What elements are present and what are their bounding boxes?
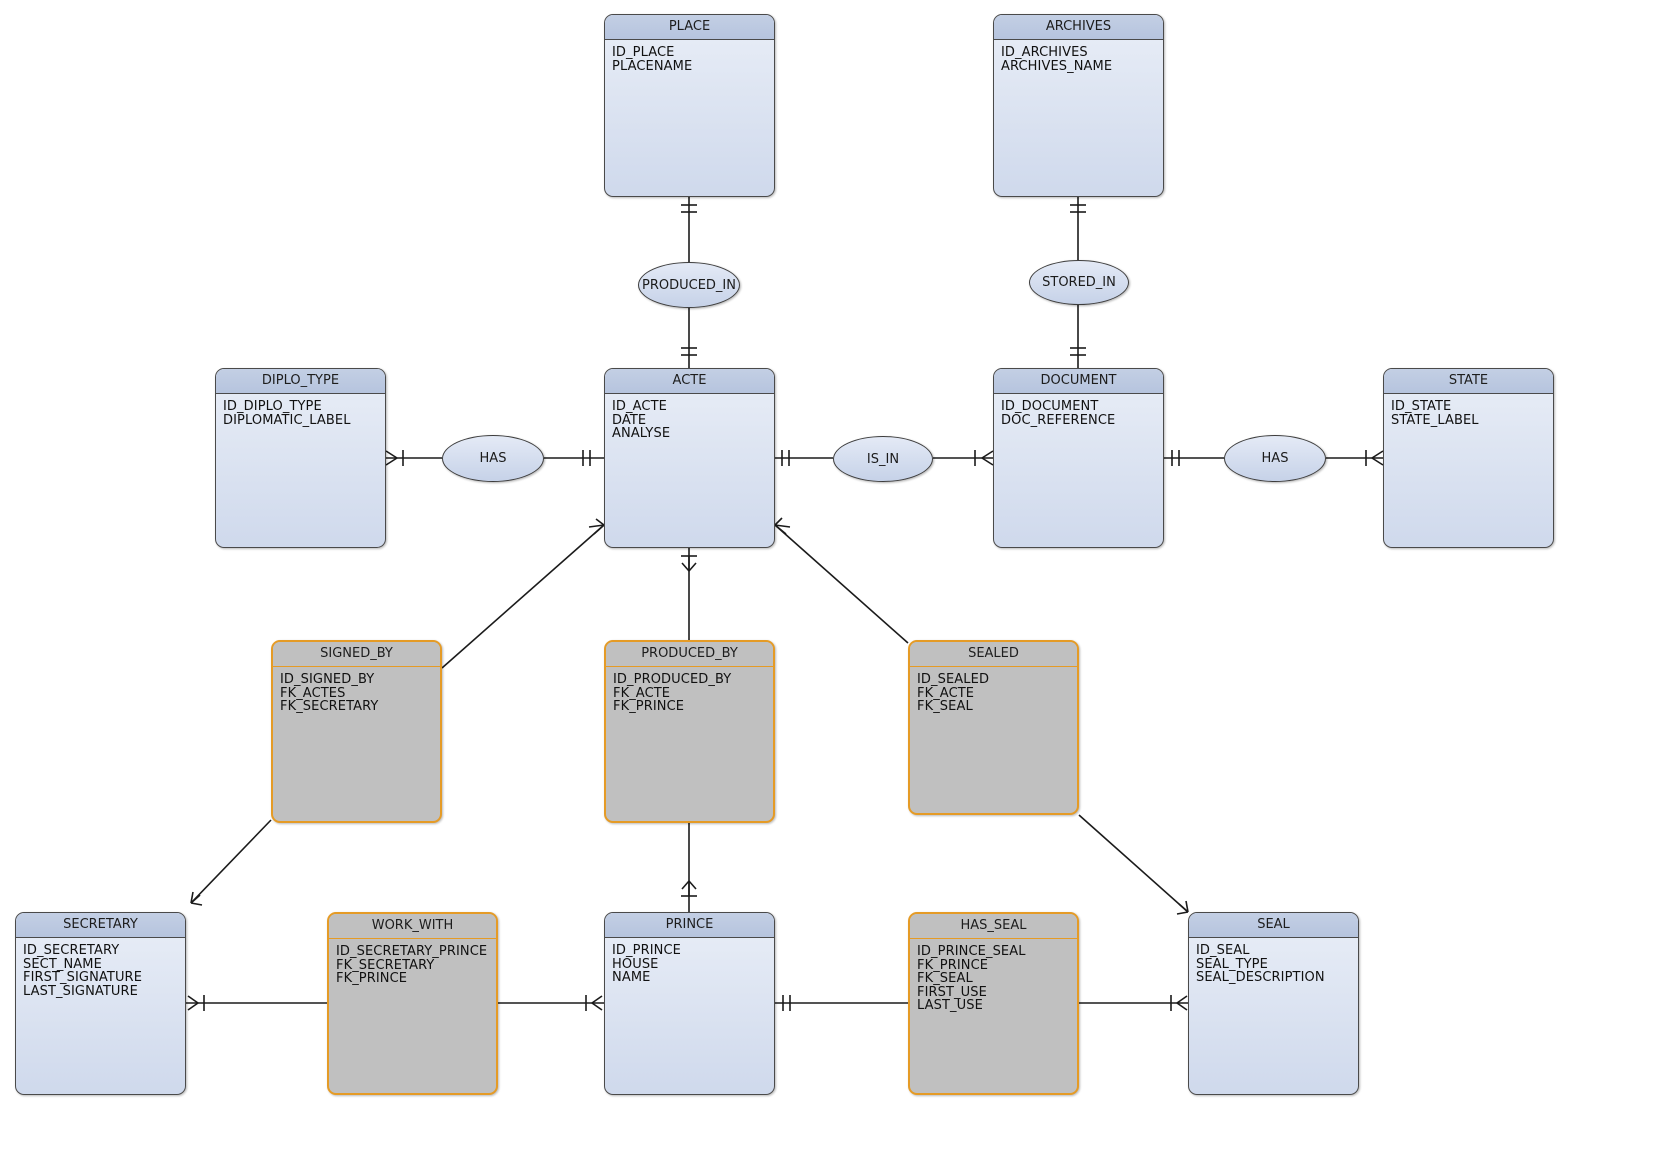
relationship-label: HAS bbox=[1261, 451, 1289, 466]
attribute-row: ID_PRINCE_SEAL bbox=[917, 944, 1026, 959]
attribute-row: ID_PLACE bbox=[612, 45, 675, 60]
relationship-is_in[interactable]: IS_IN bbox=[833, 436, 933, 482]
relationship-has_diplo[interactable]: HAS bbox=[442, 435, 544, 482]
attribute-row: FIRST_SIGNATURE bbox=[23, 970, 143, 985]
attribute-row: ID_PRODUCED_BY bbox=[613, 672, 732, 687]
attribute-row: FIRST_USE bbox=[917, 984, 987, 1000]
attribute-row: ID_SECRETARY_PRINCE bbox=[336, 944, 488, 959]
attribute-row: LAST_USE bbox=[917, 998, 983, 1013]
relationship-stored_in[interactable]: STORED_IN bbox=[1029, 260, 1129, 305]
attribute-row: ID_STATE bbox=[1391, 399, 1452, 414]
entity-title: PRINCE bbox=[605, 913, 774, 938]
attribute-row: STATE_LABEL bbox=[1391, 412, 1479, 428]
attribute-row: LAST_SIGNATURE bbox=[23, 983, 138, 999]
attribute-row: FK_SECRETARY bbox=[280, 699, 379, 714]
link-acte-sealed bbox=[774, 524, 909, 644]
attribute-row: FK_ACTE bbox=[613, 685, 671, 701]
attribute-row: ARCHIVES_NAME bbox=[1001, 58, 1113, 74]
attribute-row: FK_PRINCE bbox=[613, 699, 685, 714]
attribute-row: NAME bbox=[612, 970, 651, 985]
entity-title: ACTE bbox=[605, 369, 774, 394]
link-sealed-seal bbox=[1078, 814, 1189, 913]
link-signed-by-secretary bbox=[190, 819, 272, 904]
attribute-row: SEAL_TYPE bbox=[1196, 956, 1268, 972]
attribute-row: ID_SECRETARY bbox=[23, 943, 120, 958]
attribute-row: DATE bbox=[612, 412, 647, 428]
attribute-row: FK_SECRETARY bbox=[336, 957, 435, 973]
relationship-label: IS_IN bbox=[866, 451, 900, 467]
attribute-row: FK_ACTE bbox=[917, 685, 975, 701]
entity-title: SEAL bbox=[1189, 913, 1358, 938]
relationship-label: HAS bbox=[479, 451, 507, 466]
attribute-row: FK_PRINCE bbox=[336, 971, 408, 986]
attribute-row: ID_SIGNED_BY bbox=[280, 672, 375, 687]
attribute-row: SECT_NAME bbox=[23, 956, 102, 972]
entity-title: ARCHIVES bbox=[994, 15, 1163, 40]
relationship-label: PRODUCED_IN bbox=[642, 277, 736, 293]
entity-title: DIPLO_TYPE bbox=[216, 369, 385, 394]
relationship-label: STORED_IN bbox=[1042, 275, 1116, 290]
link-acte-signed-by bbox=[441, 524, 605, 669]
attribute-row: ID_ACTE bbox=[612, 399, 667, 414]
attribute-row: ID_SEAL bbox=[1196, 943, 1250, 958]
relationship-produced_in[interactable]: PRODUCED_IN bbox=[638, 262, 740, 308]
entity-title: PLACE bbox=[605, 15, 774, 40]
entity-title: STATE bbox=[1384, 369, 1553, 394]
relationship-has_state[interactable]: HAS bbox=[1224, 435, 1326, 482]
entity-title: SECRETARY bbox=[16, 913, 185, 938]
attribute-row: DOC_REFERENCE bbox=[1001, 412, 1116, 428]
attribute-row: HOUSE bbox=[612, 956, 659, 972]
attribute-row: ANALYSE bbox=[612, 426, 671, 441]
attribute-row: ID_PRINCE bbox=[612, 943, 681, 958]
attribute-row: ID_ARCHIVES bbox=[1001, 45, 1088, 60]
attribute-row: ID_SEALED bbox=[917, 672, 990, 687]
entity-title: SIGNED_BY bbox=[273, 642, 440, 667]
attribute-row: DIPLOMATIC_LABEL bbox=[223, 412, 351, 428]
attribute-row: SEAL_DESCRIPTION bbox=[1196, 970, 1325, 985]
attribute-row: FK_SEAL bbox=[917, 699, 973, 714]
attribute-row: PLACENAME bbox=[612, 58, 693, 74]
attribute-row: FK_ACTES bbox=[280, 685, 346, 701]
entity-title: PRODUCED_BY bbox=[606, 642, 773, 667]
attribute-row: ID_DIPLO_TYPE bbox=[223, 399, 322, 414]
entity-title: DOCUMENT bbox=[994, 369, 1163, 394]
entity-title: WORK_WITH bbox=[329, 914, 496, 939]
entity-title: SEALED bbox=[910, 642, 1077, 667]
entity-title: HAS_SEAL bbox=[910, 914, 1077, 939]
attribute-row: FK_SEAL bbox=[917, 971, 973, 986]
attribute-row: ID_DOCUMENT bbox=[1001, 399, 1099, 414]
attribute-row: FK_PRINCE bbox=[917, 957, 989, 973]
